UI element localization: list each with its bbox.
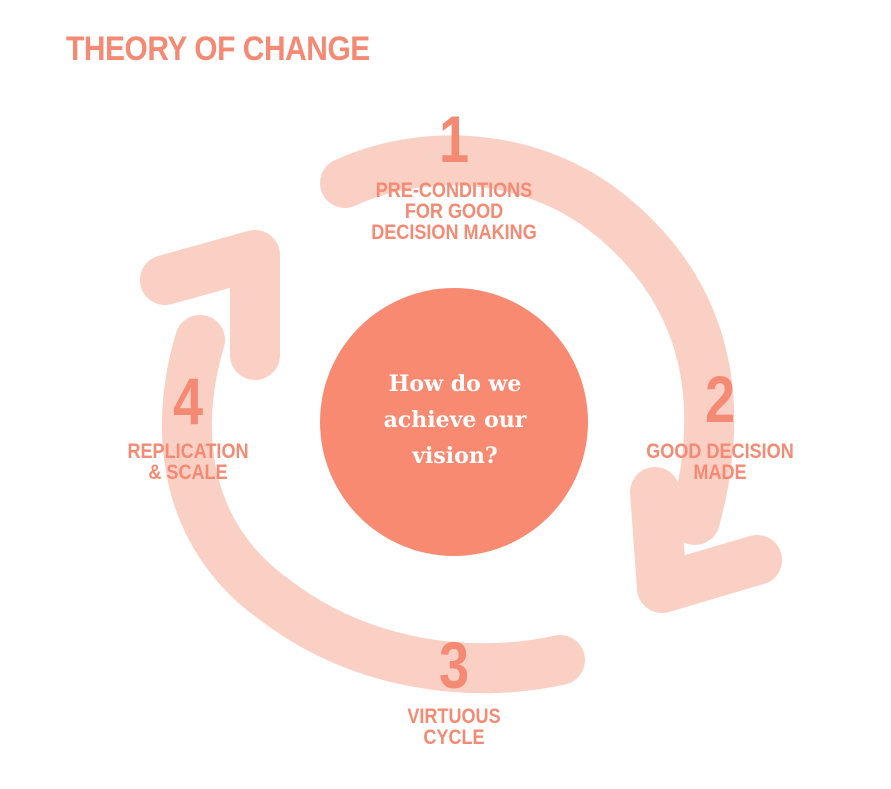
page-title: THEORY OF CHANGE [66, 30, 370, 68]
center-question: How do we achieve our vision? [320, 366, 590, 474]
center-question-line: achieve our [383, 407, 527, 433]
step-1-number: 1 [438, 102, 470, 176]
step-3-number: 3 [438, 628, 470, 702]
center-circle [320, 288, 588, 556]
step-3-label-line: VIRTUOUS [407, 705, 501, 728]
arrow-arc-top-right [320, 135, 735, 545]
center-question-line: How do we [388, 371, 522, 397]
step-2-label: GOOD DECISION MADE [625, 441, 814, 483]
step-1-label: PRE-CONDITIONS FOR GOOD DECISION MAKING [351, 180, 557, 243]
arrowhead-right [630, 467, 782, 613]
step-1-label-line: DECISION MAKING [371, 221, 537, 244]
step-2-label-line: GOOD DECISION [646, 440, 794, 463]
step-4-label-line: & SCALE [148, 461, 228, 484]
arrow-arc-bottom [161, 315, 585, 694]
step-3-label-line: CYCLE [423, 726, 485, 749]
step-1-label-line: PRE-CONDITIONS [375, 179, 533, 202]
step-1-label-line: FOR GOOD [404, 200, 504, 223]
step-2-label-line: MADE [693, 461, 747, 484]
step-2-number: 2 [704, 362, 736, 436]
arrowhead-left [140, 230, 280, 380]
step-3-label: VIRTUOUS CYCLE [368, 706, 540, 748]
step-4-number: 4 [172, 364, 204, 438]
center-question-line: vision? [412, 443, 498, 469]
step-4-label: REPLICATION & SCALE [111, 441, 266, 483]
step-4-label-line: REPLICATION [127, 440, 249, 463]
